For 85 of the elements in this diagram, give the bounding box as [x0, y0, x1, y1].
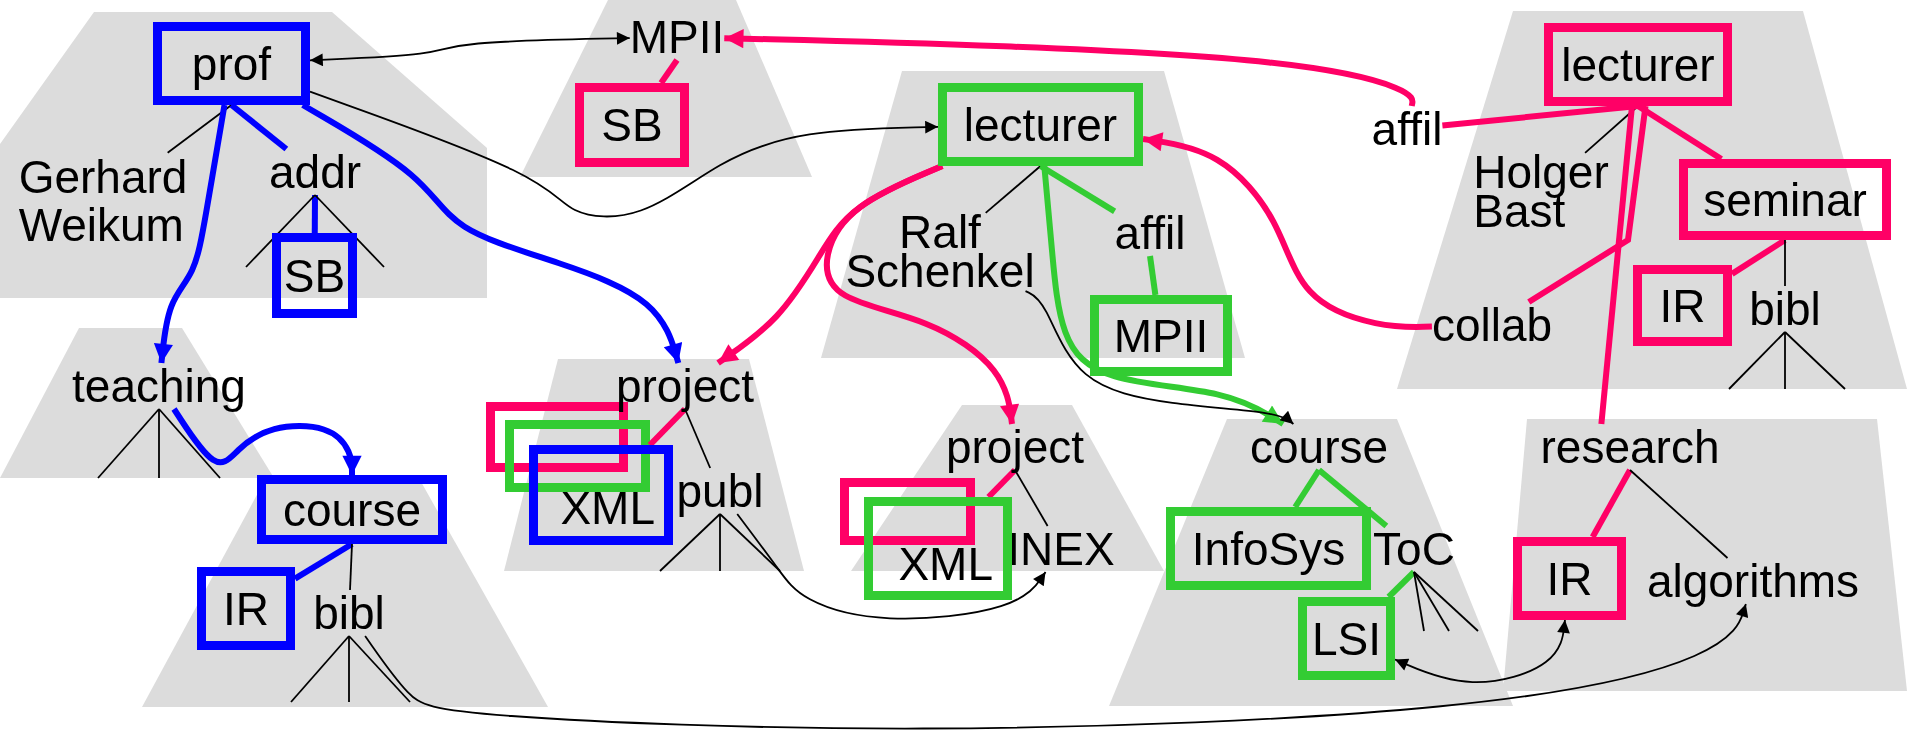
node-label: affil [1371, 106, 1443, 152]
arrow [153, 104, 228, 364]
connector-line [1730, 237, 1787, 277]
node-label: bibl [1749, 286, 1821, 332]
connector-line [1147, 255, 1159, 296]
connector-line [166, 104, 233, 154]
subtree-line [290, 635, 350, 703]
node-label: collab [1431, 302, 1553, 348]
subtree-line [659, 513, 721, 572]
node-label: addr [268, 149, 362, 195]
subtree-line [245, 194, 316, 268]
subtree-line [1413, 571, 1479, 632]
trapezoid-region [821, 71, 1245, 358]
connector-line [229, 102, 289, 152]
subtree-line [348, 635, 350, 703]
subtree-line [1784, 331, 1846, 390]
node-label: ToC [1373, 526, 1455, 572]
connector-line [1442, 103, 1639, 129]
connector-line [349, 543, 353, 591]
connector-line [1292, 468, 1322, 509]
node-label: Ralf Schenkel [845, 212, 1035, 292]
subtree-line [1413, 571, 1450, 632]
connector-line [1636, 103, 1723, 162]
connector-line [293, 541, 354, 582]
highlighted-label: SB [272, 233, 357, 318]
arrow [736, 513, 1047, 620]
trapezoid-region [0, 12, 487, 298]
connector-line [658, 58, 680, 85]
connector-line [1590, 468, 1633, 539]
arrow [364, 603, 1749, 730]
highlighted-label: lecturer [938, 83, 1143, 166]
arrow [1394, 619, 1570, 683]
subtree-line [348, 635, 411, 703]
arrow [1142, 132, 1432, 330]
connector-line [647, 406, 688, 448]
connector-line [1784, 239, 1786, 287]
subtree-line [158, 408, 160, 479]
node-label: Gerhard Weikum [18, 152, 188, 250]
subtree-line [97, 408, 160, 479]
node-label: bibl [313, 590, 385, 636]
arrow [724, 29, 1416, 107]
highlighted-label: SB [575, 83, 689, 167]
node-label: research [1540, 424, 1720, 470]
trapezoid-region [504, 359, 804, 571]
highlighted-label: prof [153, 22, 310, 105]
trapezoid-region [520, 0, 812, 177]
highlighted-label: IR [197, 567, 295, 650]
trapezoid-region [0, 328, 274, 478]
arrow [171, 407, 362, 475]
connector-line [1527, 105, 1649, 305]
highlighted-label: LSI [1298, 597, 1395, 680]
highlighted-label: MPII [1090, 295, 1232, 376]
subtree-line [314, 194, 385, 268]
subtree-line [158, 408, 221, 479]
arrow [301, 102, 683, 364]
arrow [309, 31, 631, 67]
connector-line [1317, 467, 1389, 529]
trapezoid-region [1503, 419, 1907, 691]
connector-line [984, 165, 1042, 214]
connector-line [311, 194, 318, 234]
arrow [1024, 290, 1295, 425]
highlighted-label: IR [1633, 265, 1732, 346]
node-label: affil [1114, 210, 1186, 256]
subtree-line [719, 513, 781, 572]
highlighted-label: XML [864, 497, 1012, 600]
subtree-line [1728, 331, 1786, 390]
connector-line [986, 467, 1018, 500]
subtree-line [1784, 331, 1786, 390]
connector-line [1038, 163, 1117, 214]
highlighted-label: IR [1513, 537, 1626, 620]
highlighted-label: lecturer [1544, 23, 1732, 106]
node-label: MPII [629, 14, 725, 60]
subtree-line [1413, 571, 1425, 632]
subtree-line [719, 513, 721, 572]
arrow [309, 90, 939, 218]
node-label: course [1249, 424, 1389, 470]
highlighted-label: XML [529, 445, 673, 545]
highlighted-label: InfoSys [1166, 507, 1371, 590]
connector-line [1629, 469, 1729, 559]
arrow [823, 163, 1020, 425]
highlighted-label: seminar [1679, 159, 1891, 240]
arrow [1041, 165, 1285, 427]
highlighted-label: course [257, 475, 447, 544]
connector-line [1386, 569, 1417, 600]
node-label: Holger Bast [1473, 152, 1609, 232]
